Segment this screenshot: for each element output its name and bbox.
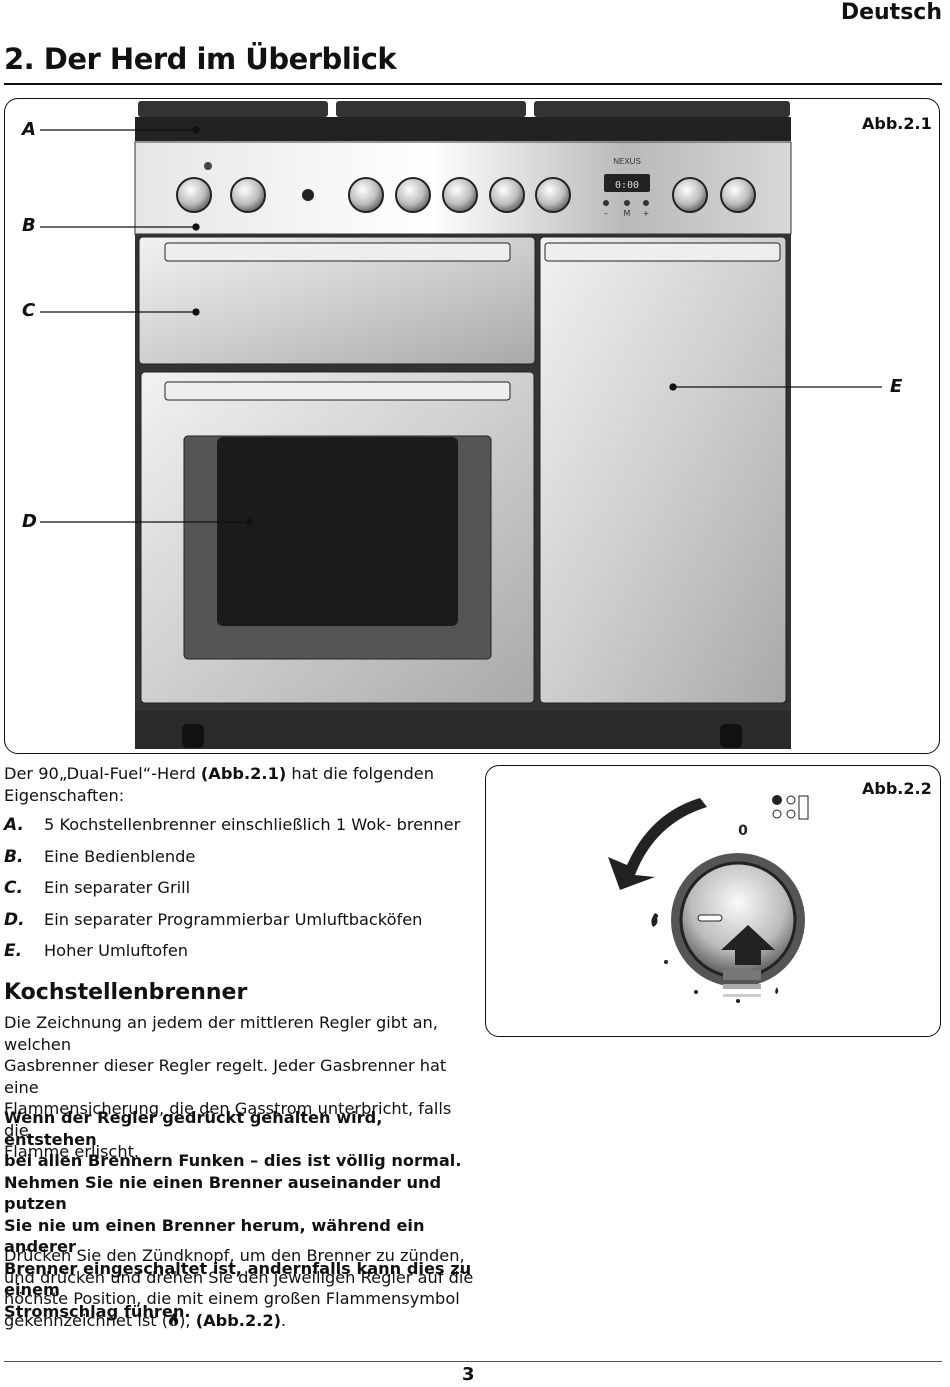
text-line: Stromschlag führen. <box>4 1301 191 1321</box>
figure-range-cooker <box>4 98 940 754</box>
display-button-plus: + <box>643 209 650 218</box>
intro-lead: Der 90„Dual-Fuel“-Herd <box>4 764 201 783</box>
title-rule <box>4 83 942 85</box>
text-line: Wenn der Regler gedrückt gehalten wird, … <box>4 1108 383 1149</box>
push-arrow-icon <box>721 925 775 965</box>
text-line: Die Zeichnung an jedem der mittleren Reg… <box>4 1013 438 1054</box>
figure-label-2: Abb.2.2 <box>862 779 932 798</box>
display-button-minus: – <box>604 209 608 218</box>
list-letter: E. <box>4 941 23 961</box>
figure-knob-detail <box>485 765 941 1037</box>
intro-figure-ref: (Abb.2.1) <box>200 764 287 783</box>
text-segment: . <box>281 1310 287 1330</box>
list-letter: A. <box>4 815 24 835</box>
intro-paragraph: Der 90„Dual-Fuel“-Herd (Abb.2.1) hat die… <box>4 763 474 806</box>
ignition-paragraph: Drücken Sie den Zündknopf, um den Brenne… <box>4 1245 474 1331</box>
list-text: Ein separater Programmierbar Umluftbackö… <box>44 909 423 929</box>
flame-icon <box>651 913 659 927</box>
list-item: B. Eine Bedienblende <box>4 847 474 879</box>
text-segment: ), <box>179 1310 196 1330</box>
small-flame-icon <box>775 987 779 994</box>
text-segment: gekennzeichnet ist ( <box>4 1310 169 1330</box>
text-line: Gasbrenner dieser Regler regelt. Jeder G… <box>4 1056 447 1097</box>
callout-e: E <box>890 376 903 397</box>
display-button-mode: M <box>624 209 631 218</box>
text-line: Nehmen Sie nie einen Brenner auseinander… <box>4 1172 442 1214</box>
footer-rule <box>4 1361 942 1362</box>
list-item: A. 5 Kochstellenbrenner einschließlich 1 … <box>4 815 474 847</box>
list-text: Ein separater Grill <box>44 878 191 897</box>
text-line: Drücken Sie den Zündknopf, um den Brenne… <box>4 1246 465 1265</box>
list-letter: C. <box>4 878 23 898</box>
off-position-label: 0 <box>738 823 748 839</box>
list-text: 5 Kochstellenbrenner einschließlich 1 Wo… <box>44 815 461 834</box>
list-letter: B. <box>4 846 24 867</box>
page-title: 2. Der Herd im Überblick <box>4 42 397 76</box>
page-number: 3 <box>462 1364 475 1385</box>
section-heading: Kochstellenbrenner <box>4 980 248 1005</box>
rotate-arrow-icon <box>608 798 707 890</box>
knob-illustration: 0 <box>608 795 809 1003</box>
text-line: bei allen Brennern Funken – dies ist völ… <box>4 1151 462 1170</box>
list-item: C. Ein separater Grill <box>4 878 474 910</box>
text-line: Brenner eingeschaltet ist, andernfalls k… <box>4 1258 472 1300</box>
callout-d: D <box>22 511 37 532</box>
list-letter: D. <box>4 909 25 930</box>
display-text: 0:00 <box>615 180 639 191</box>
figure-ref: (Abb.2.2) <box>195 1310 282 1330</box>
callout-a: A <box>22 119 36 140</box>
list-item: E. Hoher Umluftofen <box>4 941 474 973</box>
callout-c: C <box>22 300 36 321</box>
list-text: Hoher Umluftofen <box>44 941 189 960</box>
callout-b: B <box>22 215 36 236</box>
figure-label: Abb.2.1 <box>862 114 932 133</box>
text-line: gekennzeichnet ist (), (Abb.2.2). <box>4 1310 474 1332</box>
list-item: D. Ein separater Programmierbar Umluftbac… <box>4 910 474 942</box>
text-line: höchste Position, die mit einem großen F… <box>4 1289 460 1308</box>
language-label: Deutsch <box>840 0 942 25</box>
text-line: Flammensicherung, die den Gasstrom unter… <box>4 1099 452 1140</box>
burner-paragraph: Die Zeichnung an jedem der mittleren Reg… <box>4 1012 474 1163</box>
warning-paragraph: Wenn der Regler gedrückt gehalten wird, … <box>4 1107 474 1322</box>
text-line: Sie nie um einen Brenner herum, während … <box>4 1215 425 1257</box>
flame-icon <box>168 1312 179 1326</box>
text-line: Flamme erlischt. <box>4 1142 140 1161</box>
feature-list: A. 5 Kochstellenbrenner einschließlich 1 … <box>4 815 474 973</box>
text-line: und drücken und drehen Sie den jeweilige… <box>4 1267 474 1287</box>
intro-line2: Eigenschaften: <box>4 785 125 805</box>
range-cooker-illustration: NEXUS 0:00 – M + <box>40 101 882 749</box>
intro-tail: hat die folgenden <box>286 764 435 783</box>
list-text: Eine Bedienblende <box>44 846 196 866</box>
brand-text: NEXUS <box>613 157 641 166</box>
